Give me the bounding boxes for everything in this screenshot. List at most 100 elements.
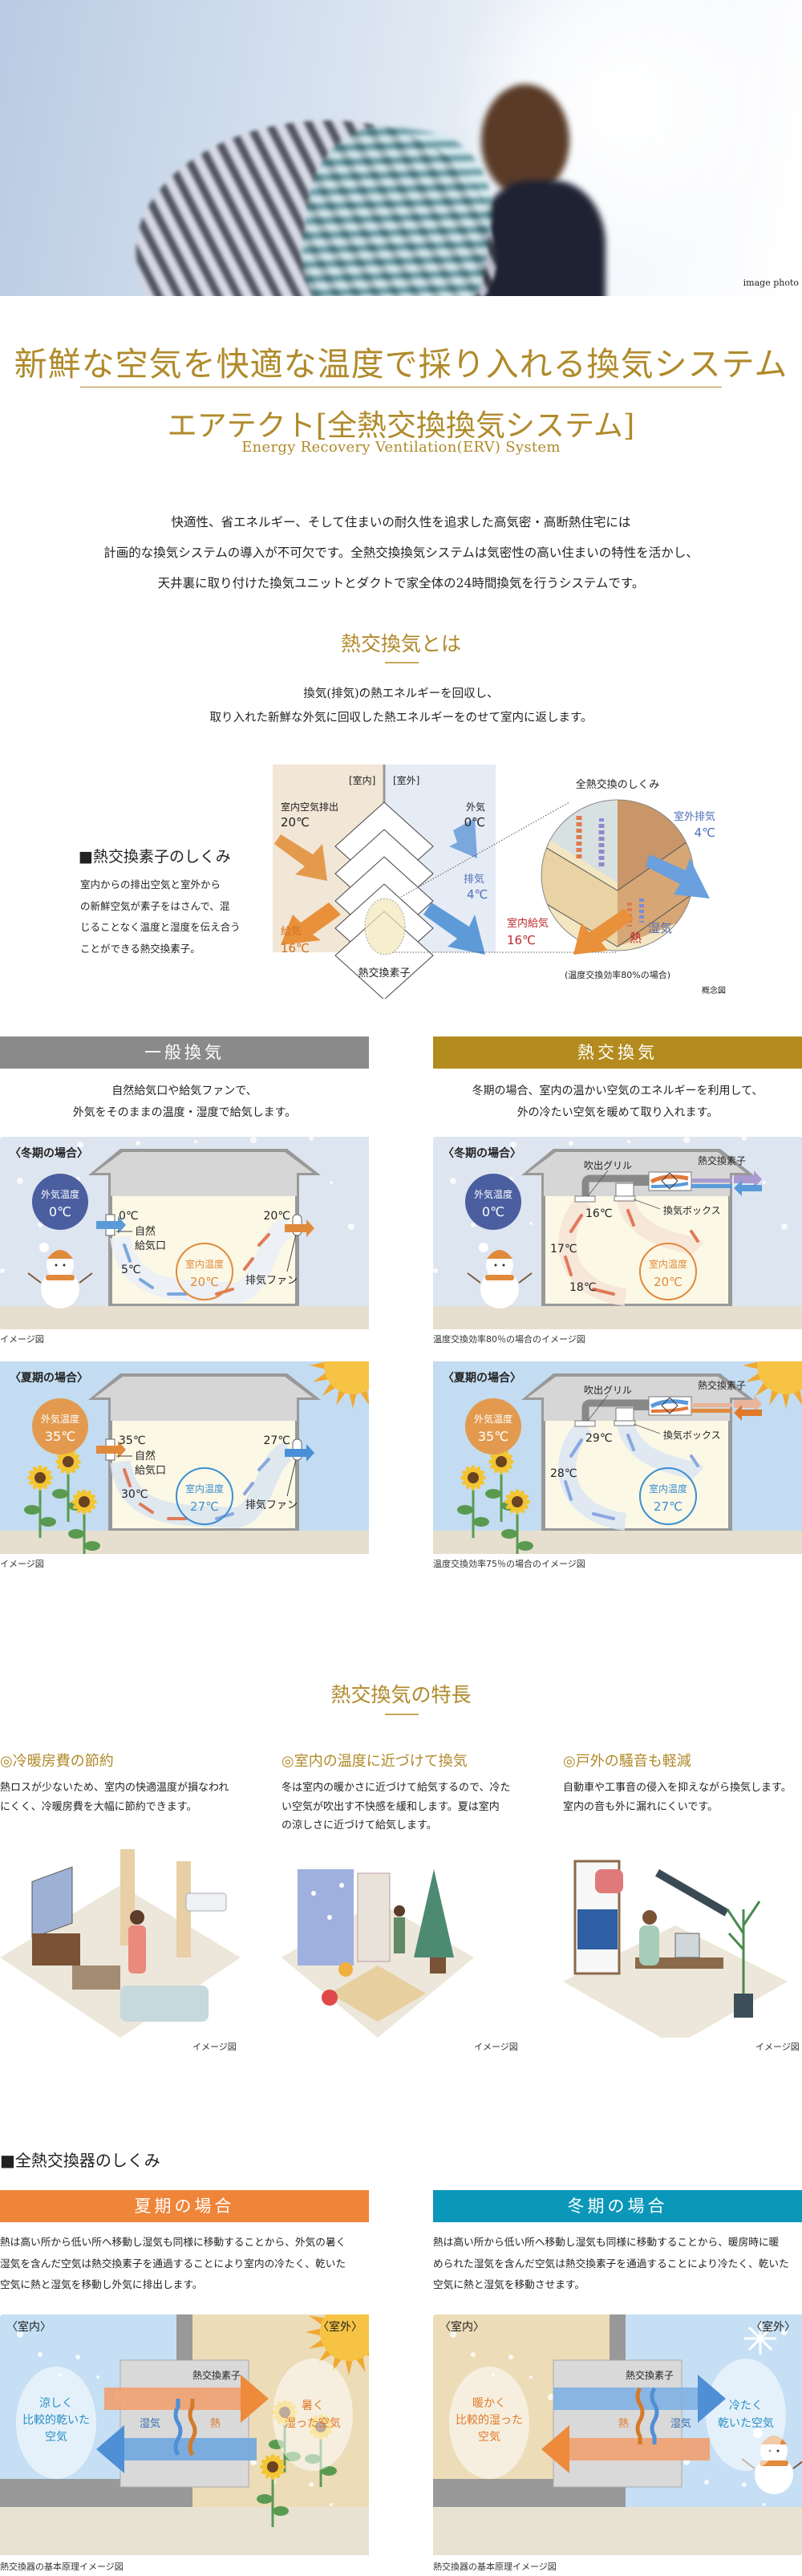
diagram-label: 外気温度 (474, 1413, 512, 1425)
winter-exchanger-diagram: 熱交換素子熱湿気〈室内〉〈室外〉暖かく比較的湿った空気冷たく乾いた空気 (433, 2314, 802, 2555)
intro-line: 快適性、省エネルギー、そして住まいの耐久性を追求した高気密・高断熱住宅には (171, 515, 631, 529)
diagram-label: 室内温度 (649, 1483, 687, 1495)
diagram-label: 熱 (618, 2418, 629, 2430)
diagram-label: 涼しく (39, 2397, 73, 2410)
diagram-label: 湿気 (648, 921, 672, 935)
indoor-label: 〈室内〉 (6, 2320, 51, 2334)
ground (0, 2507, 369, 2555)
diagram-label: 湿った空気 (285, 2417, 341, 2430)
about-divider (385, 662, 419, 663)
element-heading: ■熱交換素子のしくみ (79, 848, 231, 866)
diagram-label: 比較的湿った (456, 2414, 523, 2427)
diagram-label: 熱交換素子 (626, 2369, 674, 2381)
outdoor-air-bubble (273, 2359, 353, 2471)
diagram-label: 16℃ (281, 941, 310, 955)
diagram-label: 熱交換素子 (698, 1154, 746, 1166)
ground (0, 1531, 369, 1554)
exhaust-arrow (698, 2375, 726, 2423)
diagram-label: 換気ボックス (663, 1429, 721, 1441)
living-room-illustration (0, 1849, 241, 2038)
diagram-label: 18℃ (569, 1281, 597, 1294)
duct (581, 1174, 650, 1196)
diagram-label: 比較的乾いた (22, 2414, 90, 2427)
intake-arrow (734, 1405, 762, 1421)
image-caption: 温度交換効率75％の場合のイメージ図 (433, 1559, 585, 1569)
diagram-label: 給気口 (135, 1464, 166, 1477)
diagram-label: 熱 (630, 931, 642, 945)
image-caption: 熱交換器の基本原理イメージ図 (0, 2562, 124, 2572)
inflow-arrow (96, 1441, 126, 1458)
ventilation-box (615, 1183, 634, 1197)
body-line: 湿気を含んだ空気は熱交換素子を通過することにより室内の冷たく、乾いた (0, 2257, 346, 2270)
heat-ventilation-banner: 熱交換気 (433, 1036, 802, 1069)
person-head (481, 84, 569, 197)
diagram-label: 28℃ (550, 1467, 577, 1480)
diagram-label: 自然 (135, 1450, 156, 1462)
outdoor-label: 〈室外〉 (318, 2320, 363, 2334)
diagram-label: 27℃ (263, 1434, 290, 1447)
diagram-label: 冷たく (729, 2400, 763, 2412)
product-title: エアテクト[全熱交換換気システム] (167, 408, 635, 443)
mechanism-heading: ■全熱交換器のしくみ (0, 2151, 160, 2170)
supply-grille (574, 1420, 596, 1427)
main-title: 新鮮な空気を快適な温度で採り入れる換気システム (14, 345, 788, 383)
summer-banner: 夏期の場合 (0, 2190, 369, 2222)
element-line: ことができる熱交換素子。 (80, 942, 200, 955)
diagram-label: 35℃ (119, 1434, 146, 1447)
diagram-label: 室内温度 (649, 1258, 687, 1270)
ground (433, 2507, 802, 2555)
season-label: 〈夏期の場合〉 (443, 1371, 521, 1385)
intake-arrow (734, 1180, 762, 1196)
indoor-label: 〈室内〉 (439, 2320, 484, 2334)
body-line: 空気に熱と湿気を移動し外気に排出します。 (0, 2278, 203, 2290)
room-temperature-badge (176, 1467, 233, 1525)
element-plate (334, 911, 434, 999)
diagram-label: 湿気 (140, 2417, 160, 2430)
diagram-label: 空気 (45, 2431, 67, 2444)
body-line: 空気に熱と湿気を移動させます。 (433, 2278, 585, 2290)
airflow-arrows (564, 1434, 699, 1520)
sun-icon (306, 2314, 369, 2375)
diagram-label: 室内給気 (507, 917, 549, 930)
sun-icon (743, 1361, 802, 1409)
body-line: められた湿気を含んだ空気は熱交換素子を通過することにより冷たく、乾いた (433, 2257, 789, 2270)
season-label: 〈夏期の場合〉 (10, 1371, 88, 1385)
airflow-band (110, 1216, 294, 1304)
outside-temperature-badge (32, 1398, 88, 1454)
exhaust-arrow (241, 2375, 269, 2423)
airflow-band (110, 1441, 294, 1529)
outflow-arrow (285, 1219, 314, 1237)
outdoor-exhaust-arrow (646, 854, 710, 899)
sunflower-icon (457, 1465, 489, 1538)
diagram-label: 給気 (281, 925, 302, 938)
about-desc: 換気(排気)の熱エネルギーを回収し、 取り入れた新鮮な外気に回収した熱エネルギー… (0, 682, 802, 730)
heat-exchange-element (553, 2359, 683, 2488)
exhaust-arrow (734, 1395, 762, 1413)
diagram-label: 室外排気 (674, 810, 715, 823)
ground (433, 1531, 802, 1554)
image-caption: イメージ図 (192, 2042, 237, 2052)
humidity-wave (173, 2399, 183, 2456)
hero-caption: image photo (743, 278, 799, 288)
feature-line: 自動車や工事音の侵入を抑えながら換気します。 (563, 1782, 792, 1794)
exhaust-arrow (734, 1170, 762, 1188)
airflow-arrows (123, 1468, 188, 1520)
diagram-label: 20℃ (263, 1210, 290, 1223)
diagram-label: 30℃ (121, 1488, 148, 1501)
diagram-label: 外気温度 (41, 1413, 79, 1425)
diagram-label: 外気温度 (474, 1188, 512, 1200)
sunflower-icon (257, 2454, 289, 2527)
element-body: 室内からの排出空気と室外から の新鮮空気が素子をはさんで、混 じることなく温度と… (80, 874, 253, 959)
diagram-label: 熱交換素子 (358, 967, 410, 980)
features-heading: 熱交換気の特長 (330, 1683, 472, 1706)
snowflake-icon (744, 2322, 776, 2355)
snowman-icon (467, 1243, 533, 1308)
ground (0, 1306, 369, 1329)
diagram-label: 全熱交換のしくみ (576, 778, 660, 791)
diagram-label: 排気 (464, 873, 484, 886)
element-line: 室内からの排出空気と室外から (80, 878, 221, 890)
outdoor-air-bubble (706, 2359, 786, 2471)
feature-line: い空気が吹出す不快感を緩和します。夏は室内 (282, 1800, 500, 1813)
diagram-label: 16℃ (585, 1207, 613, 1220)
diagram-label: 17℃ (550, 1243, 577, 1256)
